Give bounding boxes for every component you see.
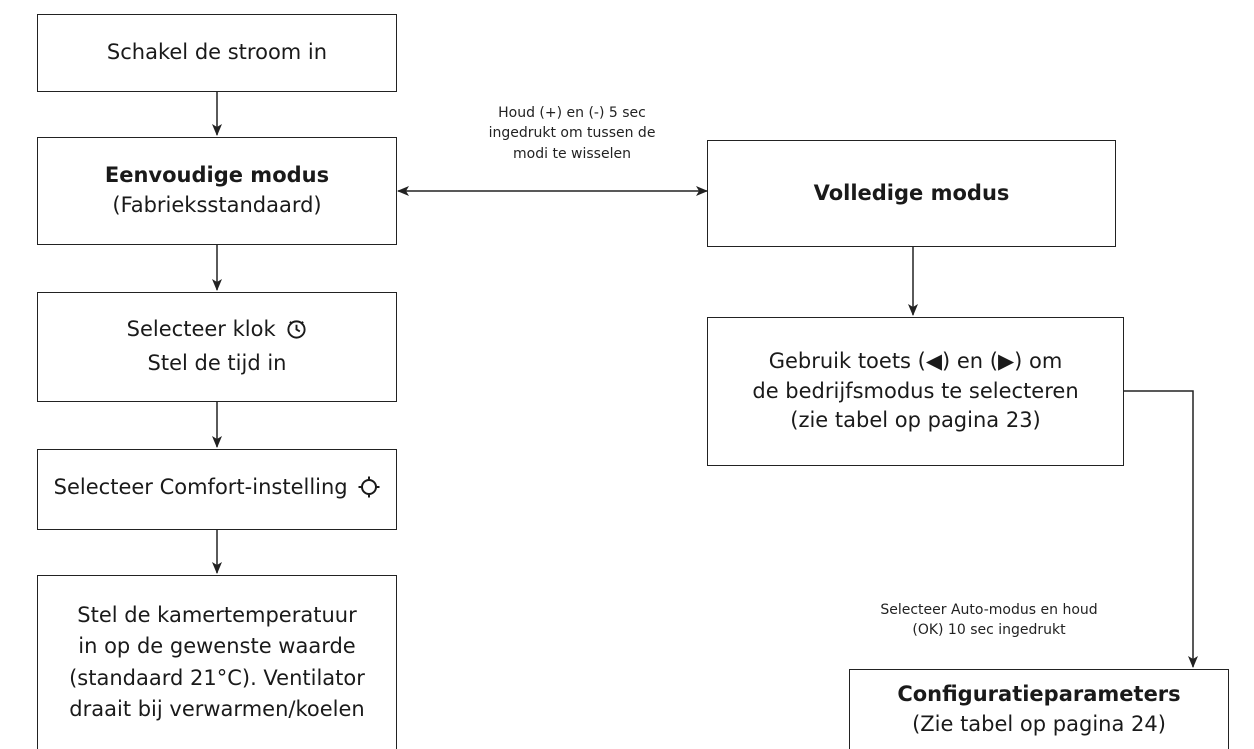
room-temperature-box: Stel de kamertemperatuur in op de gewens… [37,575,397,749]
auto-note-line-2: (OK) 10 sec ingedrukt [912,622,1066,639]
comfort-label: Selecteer Comfort-instelling [53,474,348,499]
sun-icon [358,476,380,507]
temp-line-4: draait bij verwarmen/koelen [69,697,365,721]
temp-line-3: (standaard 21°C). Ventilator [69,665,365,690]
keys-line-2: de bedrijfsmodus te selecteren [752,378,1079,403]
operating-mode-box: Gebruik toets (◀) en (▶) om de bedrijfsm… [707,317,1124,466]
power-on-label: Schakel de stroom in [106,40,328,65]
comfort-box: Selecteer Comfort-instelling [37,449,397,530]
clock-line-1: Selecteer klok [127,315,308,349]
clock-label: Selecteer klok [126,317,276,342]
clock-icon [286,319,307,349]
simple-mode-box: Eenvoudige modus (Fabrieksstandaard) [37,137,397,245]
auto-mode-note: Selecteer Auto-modus en houd (OK) 10 sec… [844,600,1134,641]
simple-mode-title: Eenvoudige modus [104,163,330,188]
keys-line-3: (zie tabel op pagina 23) [790,408,1041,433]
config-subtitle: (Zie tabel op pagina 24) [912,711,1166,736]
power-on-box: Schakel de stroom in [37,14,397,92]
switch-note-line-2: ingedrukt om tussen de [488,125,656,142]
config-title: Configuratieparameters [897,682,1181,706]
switch-note-line-1: Houd (+) en (-) 5 sec [498,105,646,121]
clock-box: Selecteer klok Stel de tijd in [37,292,397,402]
switch-note-line-3: modi te wisselen [513,145,631,162]
mode-switch-note: Houd (+) en (-) 5 sec ingedrukt om tusse… [452,103,692,164]
comfort-line: Selecteer Comfort-instelling [54,473,381,507]
auto-note-line-1: Selecteer Auto-modus en houd [880,602,1098,618]
configuration-box: Configuratieparameters (Zie tabel op pag… [849,669,1229,749]
arrow-keys-to-config [1124,390,1198,668]
full-mode-box: Volledige modus [707,140,1116,247]
set-time-label: Stel de tijd in [147,351,287,375]
full-mode-title: Volledige modus [813,180,1010,205]
temp-line-1: Stel de kamertemperatuur [77,602,357,627]
temp-line-2: in op de gewenste waarde [78,634,356,658]
keys-line-1: Gebruik toets (◀) en (▶) om [768,348,1063,373]
simple-mode-subtitle: (Fabrieksstandaard) [112,193,322,217]
